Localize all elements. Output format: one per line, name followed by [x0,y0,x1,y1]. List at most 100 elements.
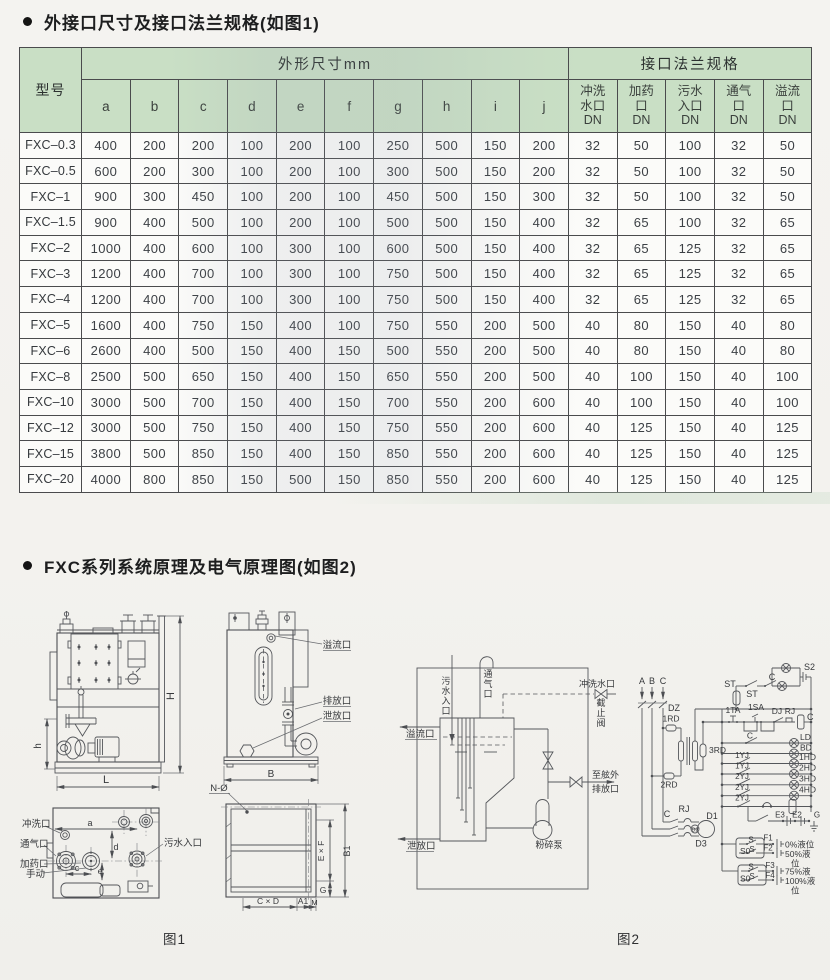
value-cell: 500 [421,234,472,262]
value-cell: 3000 [81,388,131,416]
value-cell: 32 [567,286,618,313]
label-level-75: 75%液 [785,867,811,877]
label-S2: S2 [804,662,815,672]
value-cell: 200 [275,132,326,159]
value-cell: 150 [665,414,715,442]
value-cell: 150 [227,388,277,416]
value-cell: 65 [616,260,667,288]
value-cell: 650 [373,363,423,390]
value-cell: 32 [713,209,764,236]
dim-h: h [33,743,44,749]
value-cell: 100 [324,234,375,262]
label-C-contact-top: C [769,672,776,682]
label-1RD: 1RD [662,714,679,724]
value-cell: 125 [616,465,667,493]
label-1TA: 1TA [726,705,741,715]
value-cell: 850 [178,465,229,493]
label-S-4: S [749,872,754,881]
value-cell: 500 [421,209,472,236]
value-cell: 40 [567,311,618,339]
model-cell: FXC–3 [19,260,82,288]
model-cell: FXC–0.5 [19,157,82,185]
dim-a: a [87,818,92,828]
value-cell: 600 [519,440,569,467]
dim-B1: B1 [342,845,352,856]
figures-drawing: HhL [20,610,820,911]
panel-bolts [77,644,111,683]
section1-title-text: 外接口尺寸及接口法兰规格(如图1) [44,14,320,33]
dim-G: G [320,885,327,895]
value-cell: 200 [275,183,326,211]
label-vent-port: 通气口 [20,838,49,850]
value-cell: 600 [519,414,569,442]
column-header: c [178,79,229,133]
value-cell: 65 [762,209,813,236]
value-cell: 500 [373,337,423,365]
value-cell: 65 [762,234,813,262]
contact-2YJ-a: 2YJ [735,772,749,781]
value-cell: 500 [129,388,180,416]
model-cell: FXC–20 [19,465,82,493]
value-cell: 900 [81,183,131,211]
value-cell: 3000 [81,414,131,442]
label-ST-contact: ST [746,689,758,699]
value-cell: 40 [713,440,764,467]
value-cell: 200 [470,363,521,390]
value-cell: 40 [567,414,618,442]
value-cell: 40 [567,363,618,390]
value-cell: 100 [324,260,375,288]
value-cell: 750 [178,414,229,442]
label-F1: F1 [763,834,773,843]
value-cell: 32 [567,183,618,211]
value-cell: 500 [129,363,180,390]
value-cell: 100 [665,132,715,159]
contact-2YJ-b: 2YJ [735,783,749,792]
label-level-50: 50%液 [785,849,811,859]
value-cell: 100 [324,311,375,339]
model-cell: FXC–15 [19,440,82,467]
label-level-50b: 位 [791,859,800,869]
lamp-rows [722,737,811,801]
column-header: i [470,79,521,133]
value-cell: 100 [227,286,277,313]
value-cell: 40 [713,311,764,339]
label-discharge-port: 排放口 [323,695,352,707]
value-cell: 400 [129,209,180,236]
column-header: 冲洗 水口 DN [567,79,618,133]
bullet-icon [23,17,32,26]
value-cell: 550 [421,363,472,390]
value-cell: 500 [421,286,472,313]
label-D3: D3 [695,839,707,849]
value-cell: 100 [227,234,277,262]
value-cell: 700 [178,388,229,416]
value-cell: 50 [762,183,813,211]
label-F3: F3 [765,861,775,870]
value-cell: 550 [421,414,472,442]
value-cell: 150 [227,440,277,467]
value-cell: 80 [616,311,667,339]
dim-H: H [165,692,177,700]
label-E2: E2 [792,811,802,820]
value-cell: 100 [665,157,715,185]
value-cell: 32 [567,260,618,288]
lamp-1HD: 1HD [799,752,816,762]
dim-CxD: C × D [257,896,279,906]
model-column-header: 型号 [19,47,82,133]
value-cell: 500 [178,209,229,236]
value-cell: 700 [178,260,229,288]
value-cell: 65 [616,234,667,262]
label-3RD: 3RD [709,745,726,755]
label-D1: D1 [706,811,718,821]
value-cell: 150 [470,286,521,313]
figure2-flow-diagram: 污水入口通气口冲洗水口截止阀溢流口至舷外排放口泄放口粉碎泵 [397,655,619,890]
value-cell: 150 [227,414,277,442]
